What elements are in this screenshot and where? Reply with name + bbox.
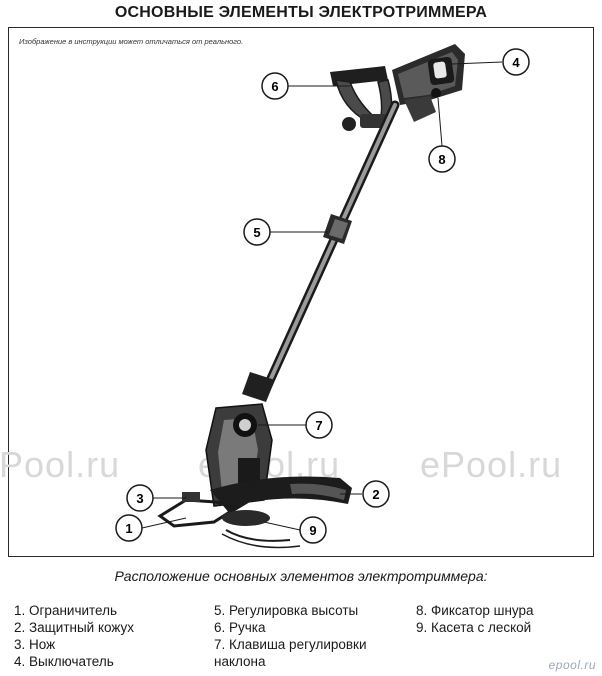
legend-item: 5. Регулировка высоты [214,603,359,618]
legend-column-1: 1. Ограничитель 2. Защитный кожух 3. Нож… [14,602,134,670]
legend-item: 7. Клавиша регулировки [214,637,367,652]
svg-text:3: 3 [136,491,143,506]
legend-item: 1. Ограничитель [14,603,118,618]
callout-1: 1 [115,514,143,542]
svg-text:2: 2 [372,487,379,502]
legend-item: 8. Фиксатор шнура [416,603,534,618]
shaft [242,100,400,402]
page-title: ОСНОВНЫЕ ЭЛЕМЕНТЫ ЭЛЕКТРОТРИММЕРА [114,4,488,21]
callout-3: 3 [126,484,154,512]
legend-item: 4. Выключатель [14,654,114,669]
line-spool [221,510,301,549]
figure-frame: Изображение в инструкции может отличатьс… [8,27,594,557]
legend-item: 2. Защитный кожух [14,620,135,635]
callout-6: 6 [261,72,289,100]
svg-text:4: 4 [512,55,520,70]
watermark-left: ePool.ru [0,444,121,485]
callout-9: 9 [299,516,327,544]
svg-text:6: 6 [271,79,278,94]
svg-text:8: 8 [438,152,445,167]
legend-item: наклона [214,654,266,669]
svg-text:9: 9 [309,523,316,538]
auxiliary-handle [330,66,393,131]
svg-text:1: 1 [125,521,132,536]
svg-text:7: 7 [315,418,322,433]
callout-7: 7 [305,411,333,439]
callout-8: 8 [428,145,456,173]
corner-logo: epool.ru [548,658,596,672]
watermark-right: ePool.ru [420,444,563,485]
callout-4: 4 [502,48,530,76]
callout-2: 2 [362,480,390,508]
legend-item: 3. Нож [14,637,56,652]
trimmer-diagram: 6 4 8 5 7 2 3 1 9 [115,44,530,549]
edge-guide-limiter [157,492,240,528]
disclaimer-note: Изображение в инструкции может отличатьс… [19,37,244,46]
legend-column-3: 8. Фиксатор шнура 9. Касета с леской [416,602,534,636]
figure-caption: Расположение основных элементов электрот… [114,568,488,584]
legend-item: 9. Касета с леской [416,620,532,635]
svg-text:5: 5 [253,225,260,240]
protective-guard [210,476,352,514]
legend-item: 6. Ручка [214,620,266,635]
switch-housing [392,44,465,122]
legend-column-2: 5. Регулировка высоты 6. Ручка 7. Клавиш… [214,602,367,670]
callout-5: 5 [243,218,271,246]
